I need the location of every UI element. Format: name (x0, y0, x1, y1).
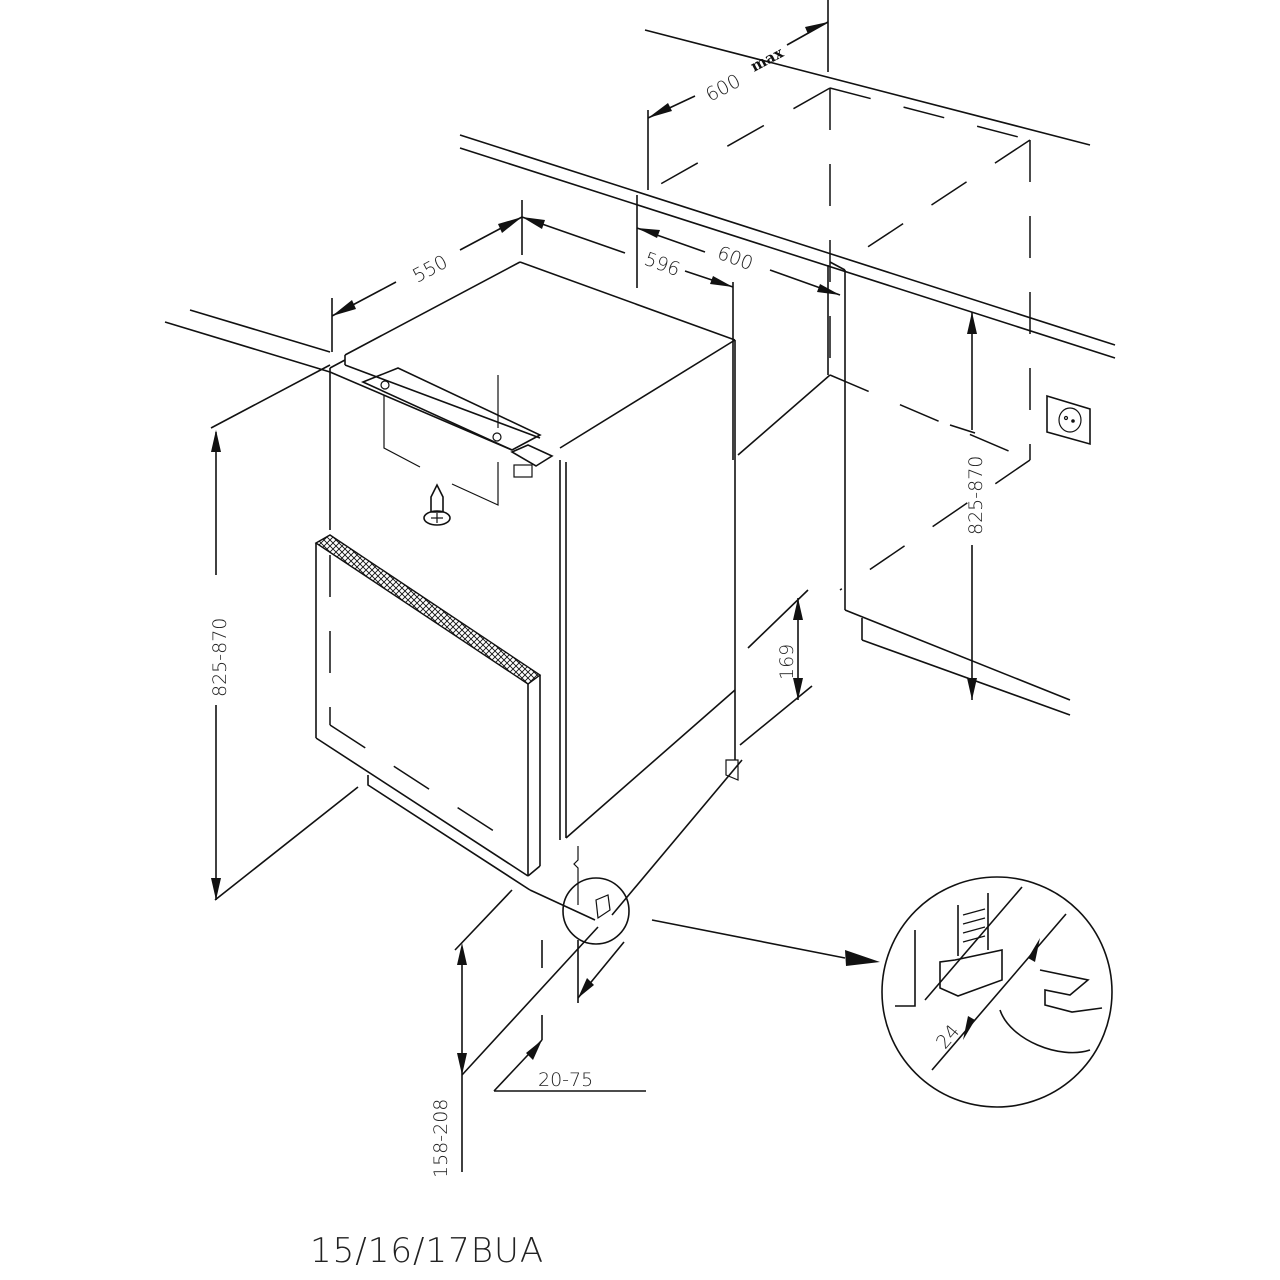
wall-socket-icon (1046, 394, 1091, 446)
svg-text:825-870: 825-870 (209, 618, 231, 697)
svg-text:596: 596 (641, 248, 683, 281)
foot-wrench-detail (881, 876, 1113, 1108)
dim-foot-setback: 20-75 (493, 940, 646, 1092)
mounting-bracket (360, 367, 542, 506)
dim-plinth-height: 169 (739, 589, 813, 746)
svg-text:20-75: 20-75 (538, 1069, 593, 1091)
dim-appliance-height: 825-870 (209, 364, 331, 900)
decor-door-panel (314, 534, 542, 891)
svg-text:169: 169 (776, 644, 798, 680)
dim-width: 596 600 (521, 195, 841, 460)
screw-icon (423, 483, 451, 526)
worktop (164, 29, 1116, 373)
model-title: 15/16/17BUA (310, 1231, 544, 1271)
svg-text:825-870: 825-870 (965, 456, 987, 535)
adjacent-cabinet (829, 261, 1071, 716)
svg-text:600: 600 (702, 70, 744, 106)
appliance-cabinet (329, 261, 736, 840)
niche-outline (649, 87, 1031, 591)
dim-niche-depth: 600 max (647, 0, 829, 190)
dim-foot-height: 158-208 (430, 889, 599, 1178)
dim-wrench-size: 24 (932, 1021, 964, 1054)
svg-text:max: max (747, 43, 787, 76)
svg-text:158-208: 158-208 (430, 1099, 452, 1178)
door-hinge-icon (510, 444, 554, 478)
svg-text:550: 550 (409, 251, 451, 287)
foot-detail-marker (562, 877, 880, 966)
dim-niche-height: 825-870 (949, 312, 987, 700)
svg-text:600: 600 (714, 242, 756, 275)
floor-lines (214, 759, 743, 921)
